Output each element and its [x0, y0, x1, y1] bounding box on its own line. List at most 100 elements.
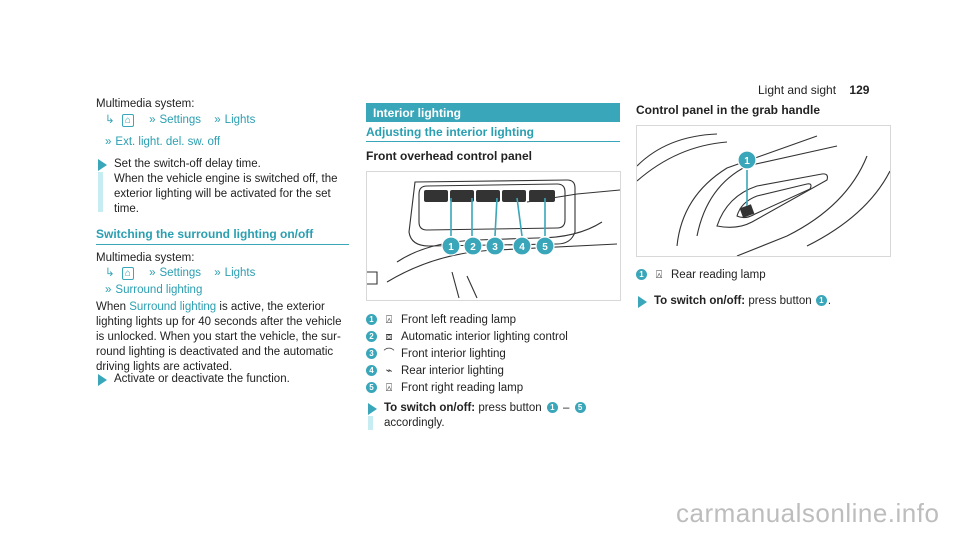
multimedia-label-1: Multimedia system: — [96, 98, 195, 110]
section-header-bar: Interior lighting — [366, 103, 620, 122]
legend-item: 3 ⌒ Front interior lighting — [366, 347, 568, 364]
reading-lamp-icon: ⍓ — [655, 269, 663, 281]
chevron-right-icon: » — [105, 284, 112, 296]
reading-lamp-icon: ⍓ — [385, 382, 393, 394]
step-1-line: When the vehicle engine is switched off,… — [114, 173, 338, 185]
home-icon: ⌂ — [121, 114, 134, 127]
step-end: . — [827, 295, 832, 307]
legend-number: 1 — [636, 269, 647, 280]
para-line: driving lights are activated. — [96, 361, 233, 373]
nav-settings: Settings — [159, 267, 202, 279]
para-line: round lighting is deactivated and the au… — [96, 346, 334, 358]
multimedia-label-2: Multimedia system: — [96, 252, 195, 264]
front-interior-icon: ⌒ — [383, 348, 395, 360]
step-1: Set the switch-off delay time. When the … — [114, 157, 338, 217]
callout-4: 4 — [519, 242, 525, 253]
surround-paragraph: When Surround lighting is active, the ex… — [96, 300, 341, 375]
auto-light-icon: ⧈ — [385, 331, 393, 343]
legend-text: Automatic interior lighting control — [401, 331, 568, 343]
right-panel-title: Control panel in the grab handle — [636, 103, 821, 117]
watermark: carmanualsonline.info — [676, 498, 940, 528]
nav-settings: Settings — [159, 114, 202, 126]
legend-number: 3 — [366, 348, 377, 359]
step-arrow-icon — [368, 403, 377, 415]
step-1-line: time. — [114, 203, 139, 215]
step-text: press button — [475, 402, 545, 414]
nav-path-2: ↳ ⌂ »Settings »Lights — [105, 266, 255, 281]
step-bar — [368, 416, 373, 430]
legend-text: Front left reading lamp — [401, 314, 517, 326]
step-text: press button — [745, 295, 815, 307]
step-label: To switch on/off: — [654, 295, 746, 307]
step-arrow-icon — [98, 374, 107, 386]
para-text: When — [96, 301, 130, 313]
home-icon: ⌂ — [121, 267, 134, 280]
section-header-text: Interior lighting — [373, 106, 461, 120]
step-number: 1 — [815, 295, 827, 306]
legend-text: Rear interior lighting — [401, 365, 504, 377]
para-text: is active, the exterior — [216, 301, 325, 313]
step-sep: – — [559, 402, 573, 414]
return-arrow-icon: ↳ — [105, 114, 115, 126]
step-number: 1 — [546, 402, 558, 413]
middle-step-line: accordingly. — [384, 417, 445, 429]
page-number: 129 — [849, 83, 870, 97]
nav-surround: Surround lighting — [115, 284, 203, 296]
section-title: Switching the surround lighting on/off — [96, 227, 314, 241]
grab-handle-image: 1 — [636, 125, 891, 257]
subheading-divider — [366, 141, 620, 142]
rear-interior-icon: ⌁ — [385, 365, 393, 377]
nav-ext-light: Ext. light. del. sw. off — [115, 136, 221, 148]
return-arrow-icon: ↳ — [105, 267, 115, 279]
page-header-text: Light and sight — [758, 83, 837, 97]
para-line: is unlocked. When you start the vehicle,… — [96, 331, 341, 343]
legend-item: 2 ⧈ Automatic interior lighting control — [366, 330, 568, 347]
para-line: When Surround lighting is active, the ex… — [96, 300, 341, 315]
nav-path-1: ↳ ⌂ »Settings »Lights — [105, 113, 255, 128]
callout-1: 1 — [744, 156, 750, 167]
chevron-right-icon: » — [149, 114, 156, 126]
step-arrow-icon — [638, 296, 647, 308]
callout-2: 2 — [470, 242, 476, 253]
chevron-right-icon: » — [105, 136, 112, 148]
legend-item: 4 ⌁ Rear interior lighting — [366, 364, 568, 381]
right-legend-item: 1 ⍓ Rear reading lamp — [636, 268, 766, 283]
step-1-line: exterior lighting will be activated for … — [114, 188, 331, 200]
reading-lamp-icon: ⍓ — [385, 314, 393, 326]
legend-text: Front interior lighting — [401, 348, 506, 360]
nav-lights: Lights — [224, 267, 256, 279]
legend-list: 1 ⍓ Front left reading lamp 2 ⧈ Automatic in… — [366, 313, 568, 398]
legend-text: Rear reading lamp — [671, 269, 766, 281]
nav-ext-item: »Ext. light. del. sw. off — [105, 135, 220, 150]
surround-link: Surround lighting — [129, 301, 217, 313]
nav-surround-item: »Surround lighting — [105, 283, 202, 298]
step-bar — [98, 172, 103, 212]
grab-handle-drawing: 1 — [636, 133, 891, 257]
right-step: To switch on/off: press button 1. — [654, 294, 831, 309]
middle-step-line: To switch on/off: press button 1 – 5 — [384, 401, 588, 416]
subheading: Adjusting the interior lighting — [366, 125, 534, 139]
step-label: To switch on/off: — [384, 402, 476, 414]
overhead-panel-image: 1 2 3 4 5 — [366, 171, 621, 301]
legend-number: 1 — [366, 314, 377, 325]
step-1-line: Set the switch-off delay time. — [114, 158, 261, 170]
callout-1: 1 — [448, 242, 454, 253]
page-header: Light and sight 129 — [758, 83, 869, 97]
step-2: Activate or deactivate the function. — [114, 373, 290, 385]
chevron-right-icon: » — [214, 114, 221, 126]
step-arrow-icon — [98, 159, 107, 171]
legend-number: 2 — [366, 331, 377, 342]
callout-5: 5 — [542, 242, 548, 253]
middle-step: To switch on/off: press button 1 – 5 acc… — [384, 401, 588, 431]
legend-item: 1 ⍓ Front left reading lamp — [366, 313, 568, 330]
callout-3: 3 — [492, 242, 498, 253]
legend-text: Front right reading lamp — [401, 382, 524, 394]
legend-number: 5 — [366, 382, 377, 393]
legend-number: 4 — [366, 365, 377, 376]
chevron-right-icon: » — [214, 267, 221, 279]
section-divider — [96, 244, 349, 245]
panel-title: Front overhead control panel — [366, 149, 533, 163]
chevron-right-icon: » — [149, 267, 156, 279]
para-line: lighting lights up for 40 seconds after … — [96, 316, 342, 328]
nav-lights: Lights — [224, 114, 256, 126]
